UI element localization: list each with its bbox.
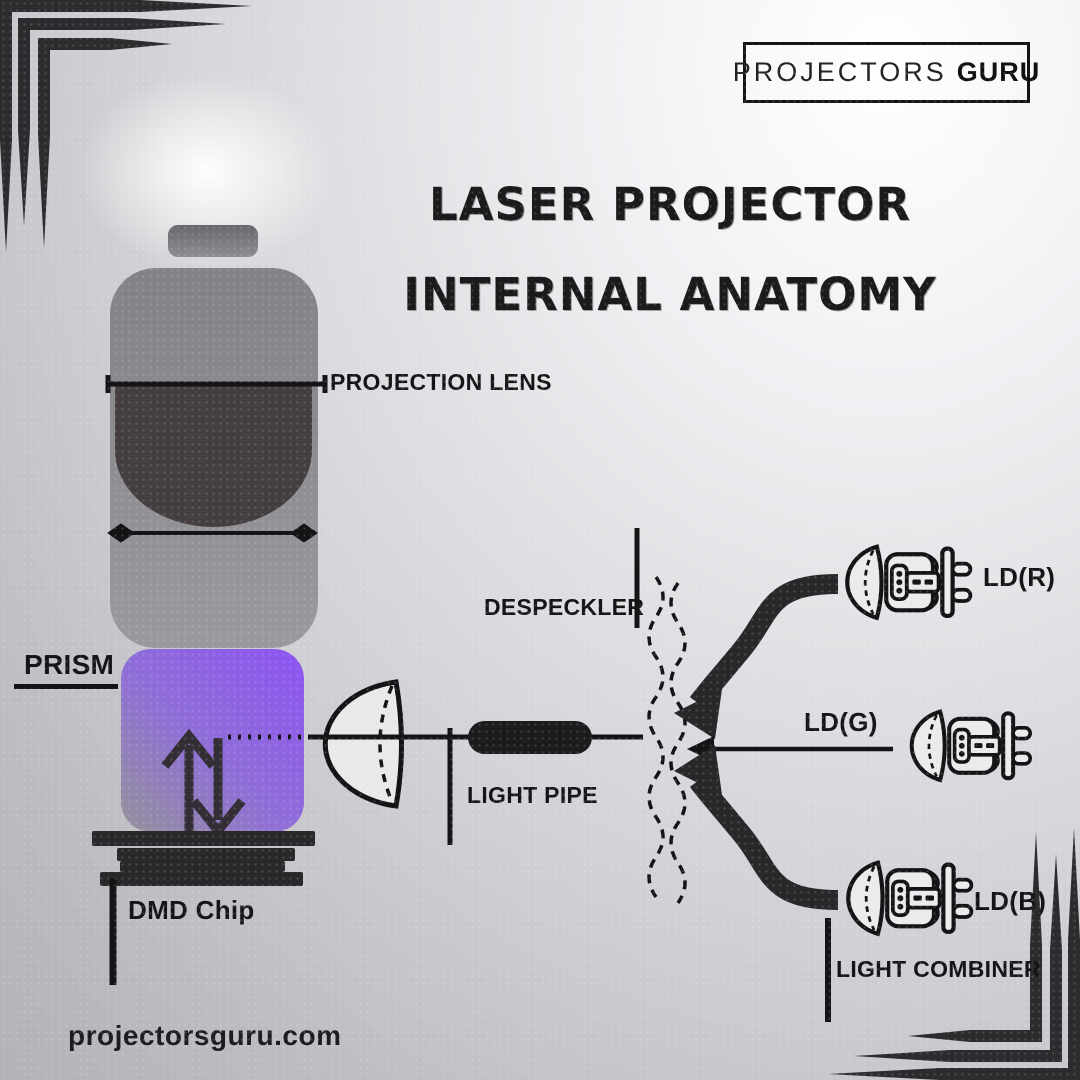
brand-logo: PROJECTORS GURU <box>733 42 1039 103</box>
title-line-1: LASER PROJECTOR <box>429 178 911 231</box>
lens-diameter-line <box>107 523 318 543</box>
label-light-pipe: LIGHT PIPE <box>467 782 598 808</box>
laser-diode-red-icon <box>847 547 970 618</box>
website-url: projectorsguru.com <box>68 1020 342 1051</box>
projection-lens-shape <box>115 386 312 527</box>
title-line-2: INTERNAL ANATOMY <box>403 268 937 321</box>
light-glow <box>79 72 335 272</box>
projector-cap <box>168 225 258 257</box>
ld-b-arrow-icon <box>674 745 839 910</box>
label-despeckler: DESPECKLER <box>484 594 645 620</box>
despeckler-wave-icon <box>647 575 687 905</box>
label-ld-red: LD(R) <box>983 562 1056 592</box>
brand-name-bold: GURU <box>956 57 1041 87</box>
prism-block <box>121 649 304 832</box>
dmd-chip-shape <box>92 831 315 886</box>
projection-lens-callout-line <box>105 375 328 393</box>
label-prism: PRISM <box>24 649 115 680</box>
label-ld-green: LD(G) <box>804 707 878 737</box>
label-projection-lens: PROJECTION LENS <box>330 369 552 395</box>
brand-name-light: PROJECTORS <box>732 57 947 87</box>
prism-label-underline <box>14 684 118 689</box>
ld-r-arrow-icon <box>674 574 839 739</box>
laser-diode-green-icon <box>912 712 1030 780</box>
label-light-combiner: LIGHT COMBINER <box>836 956 1041 982</box>
page-title: LASER PROJECTOR INTERNAL ANATOMY <box>310 160 1030 340</box>
label-dmd-chip: DMD Chip <box>128 895 255 925</box>
label-ld-blue: LD(B) <box>974 886 1047 916</box>
ld-g-arrow-icon <box>687 736 893 762</box>
light-pipe-shape <box>468 721 592 754</box>
laser-diode-blue-icon <box>848 863 971 934</box>
